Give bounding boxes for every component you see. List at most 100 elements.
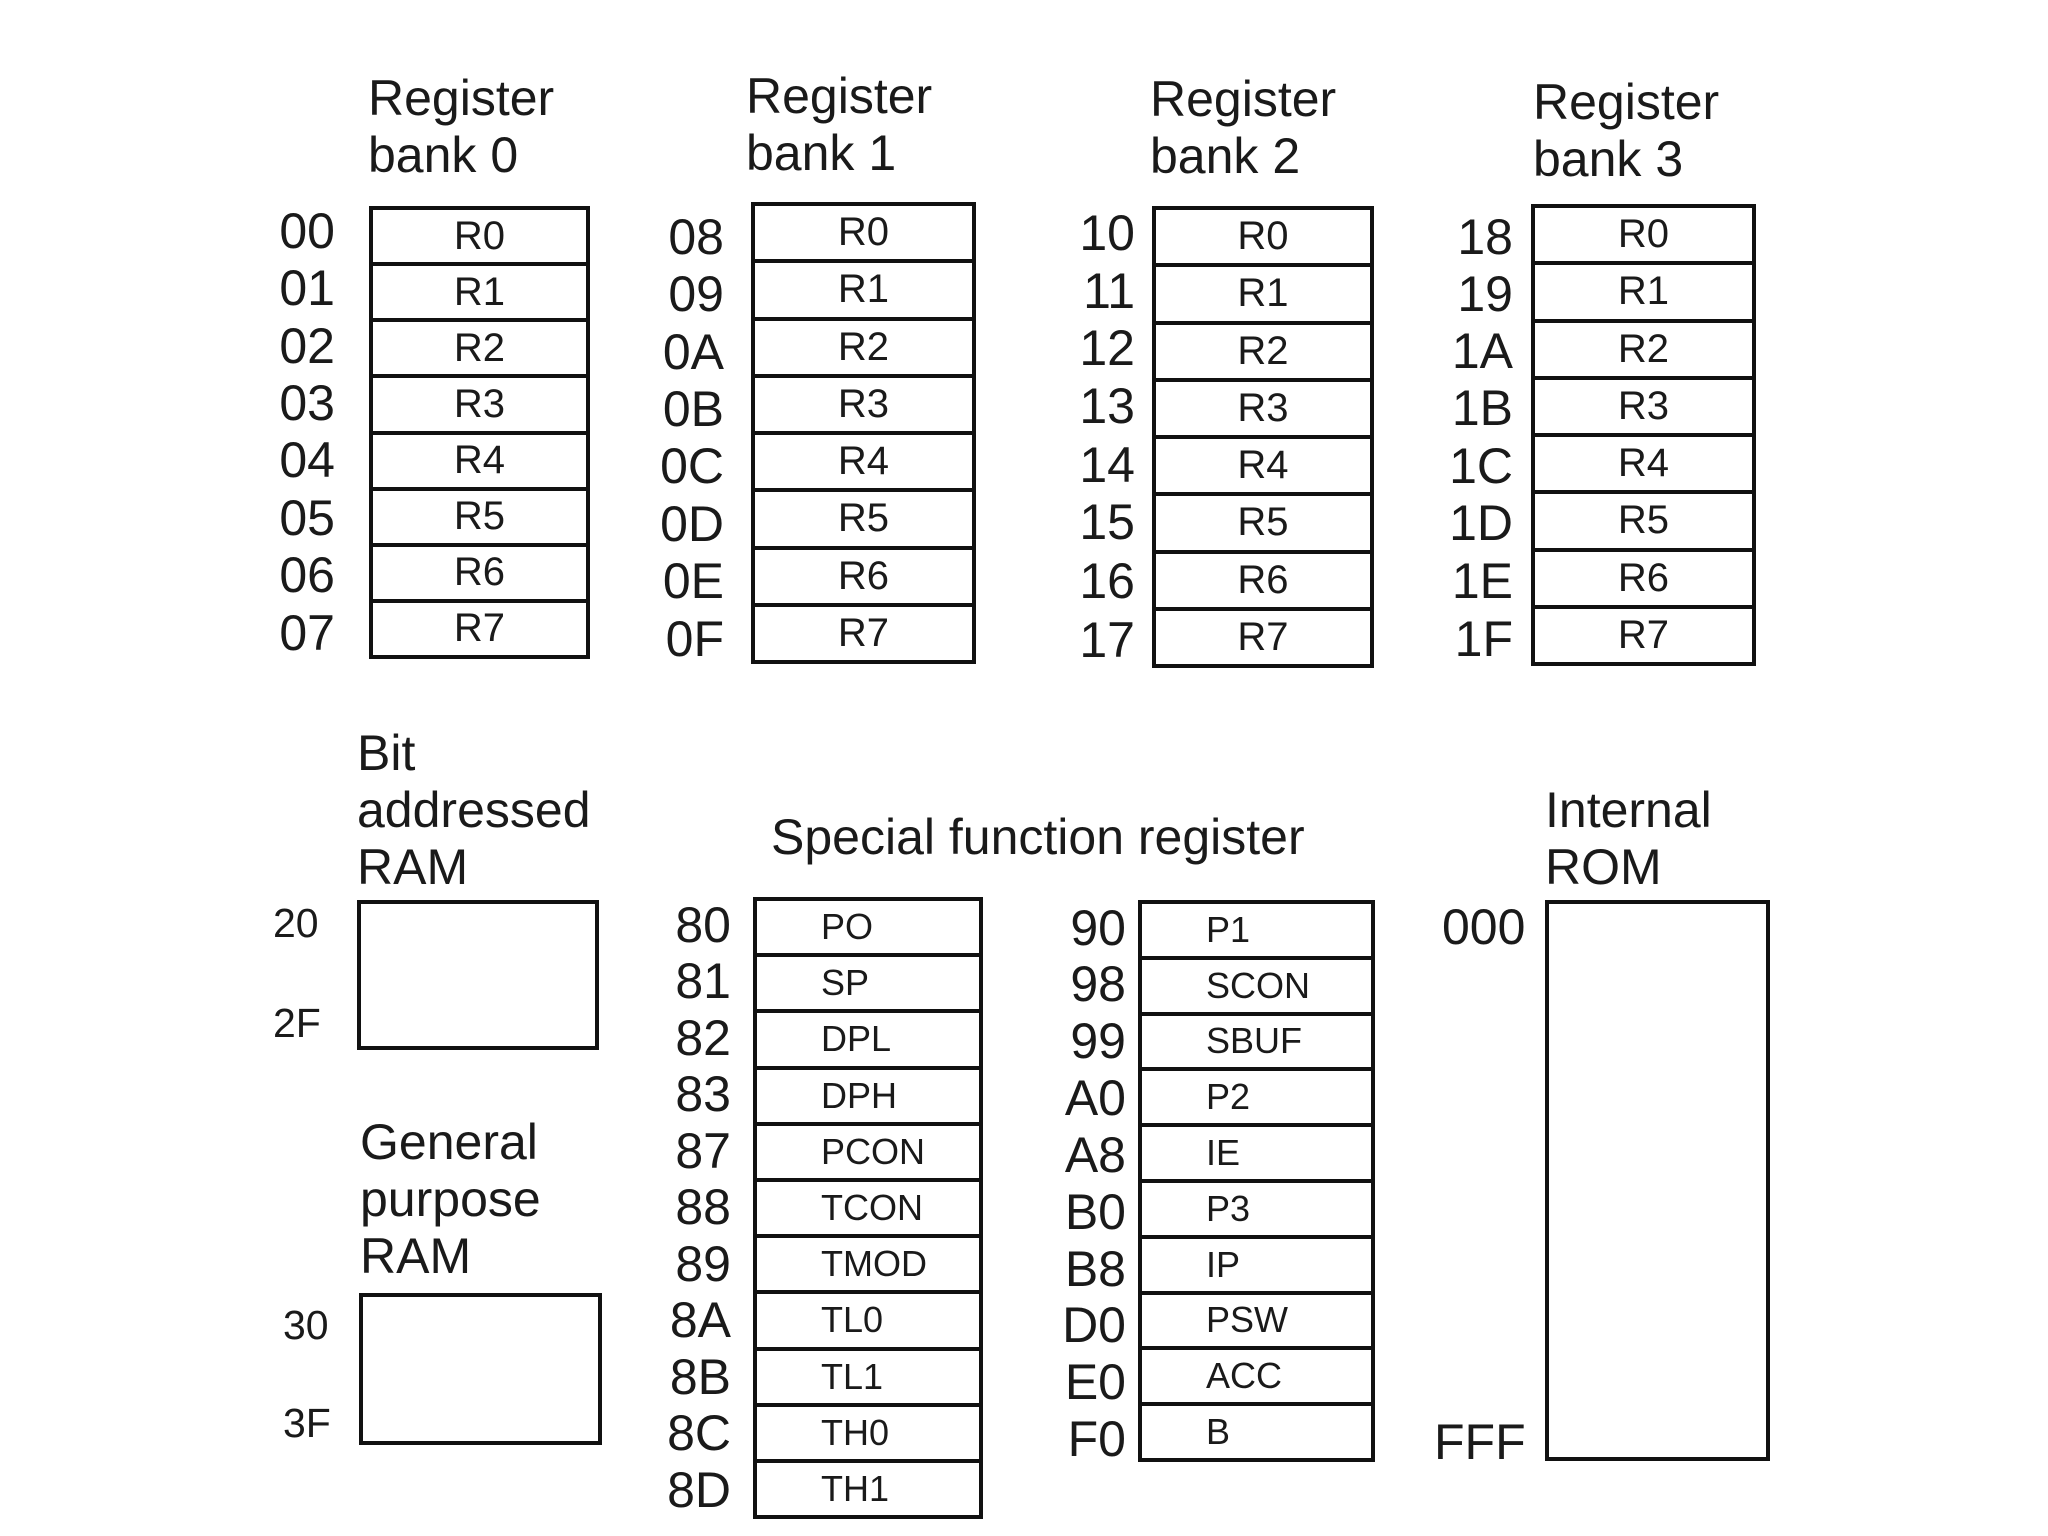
register-cell: R2 [373, 318, 586, 374]
register-cell: R0 [453, 213, 506, 258]
register-bank-3: R0 R1 R2 R3 R4 R5 R6 R7 [1531, 204, 1756, 666]
bit-addressed-ram-title: Bit addressed RAM [357, 725, 591, 895]
address-label: B8 [1064, 1241, 1126, 1297]
register-cell: R3 [373, 374, 586, 430]
sfr-cell: PSW [1142, 1290, 1371, 1347]
address-label: 10 [1079, 205, 1135, 261]
address-label: 14 [1079, 437, 1135, 493]
internal-rom-title: Internal ROM [1545, 782, 1712, 895]
general-purpose-ram-title: General purpose RAM [360, 1114, 541, 1284]
address-label: 99 [1070, 1013, 1126, 1069]
register-bank-3-title: Register bank 3 [1533, 74, 1720, 187]
address-label: 8B [669, 1349, 731, 1405]
address-label: 8A [669, 1292, 731, 1348]
register-bank-2-addresses: 10 11 12 13 14 15 16 17 [1035, 205, 1135, 665]
bit-addressed-ram-block [357, 900, 599, 1050]
register-cell: R5 [1535, 490, 1752, 547]
address-label: 0B [662, 381, 724, 437]
address-label: 17 [1079, 612, 1135, 668]
register-cell: R6 [373, 542, 586, 599]
register-cell: R6 [1535, 547, 1752, 605]
address-label: 19 [1457, 266, 1513, 322]
address-label: 1C [1449, 438, 1513, 494]
register-cell: R1 [755, 259, 972, 316]
sfr-cell: TMOD [757, 1234, 979, 1290]
sfr-cell: P3 [1142, 1178, 1371, 1235]
register-bank-1: R0 R1 R2 R3 R4 R5 R6 R7 [751, 202, 976, 664]
register-cell: R1 [1535, 261, 1752, 318]
register-cell: R0 [1237, 214, 1289, 259]
address-label: 81 [675, 953, 731, 1009]
sfr-cell: TH1 [757, 1458, 979, 1515]
register-bank-3-addresses: 18 19 1A 1B 1C 1D 1E 1F [1413, 209, 1513, 664]
address-label: 88 [675, 1179, 731, 1235]
register-cell: R0 [1617, 212, 1670, 257]
address-label: 08 [668, 209, 724, 265]
register-cell: R7 [373, 598, 586, 655]
address-label: A8 [1064, 1127, 1126, 1183]
sfr-cell: P2 [1142, 1067, 1371, 1123]
address-label: 89 [675, 1236, 731, 1292]
address-label: 07 [279, 605, 335, 661]
register-cell: R0 [837, 210, 890, 255]
address-label: 82 [675, 1010, 731, 1066]
register-cell: R5 [1156, 492, 1370, 549]
rom-start-address: 000 [1442, 899, 1526, 955]
address-label: 80 [675, 897, 731, 953]
register-cell: R4 [1156, 435, 1370, 492]
register-cell: R2 [1535, 318, 1752, 376]
sfr-cell: TL1 [757, 1346, 979, 1403]
address-label: 1A [1451, 323, 1513, 379]
address-label: D0 [1062, 1297, 1126, 1353]
address-label: 00 [279, 203, 335, 259]
sfr-column-1: PO SP DPL DPH PCON TCON TMOD TL0 TL1 TH0… [753, 897, 983, 1519]
sfr-column-1-addresses: 80 81 82 83 87 88 89 8A 8B 8C 8D [631, 900, 731, 1520]
register-cell: R2 [755, 316, 972, 374]
sfr-cell: SCON [1142, 955, 1371, 1012]
rom-end-address: FFF [1434, 1414, 1526, 1470]
address-label: 0E [662, 553, 724, 609]
register-bank-2-title: Register bank 2 [1150, 71, 1337, 184]
register-bank-1-title: Register bank 1 [746, 68, 933, 181]
address-label: 0F [665, 611, 724, 667]
address-label: 0C [660, 438, 724, 494]
address-label: 01 [279, 260, 335, 316]
register-bank-0-addresses: 00 01 02 03 04 05 06 07 [235, 203, 335, 661]
address-label: 16 [1079, 553, 1135, 609]
address-label: 0D [660, 496, 724, 552]
register-cell: R1 [1156, 263, 1370, 320]
sfr-cell: P1 [1206, 908, 1251, 950]
register-cell: R7 [1156, 606, 1370, 664]
address-label: 15 [1079, 494, 1135, 550]
sfr-cell: PCON [757, 1121, 979, 1178]
address-label: 98 [1070, 956, 1126, 1012]
register-cell: R6 [755, 545, 972, 603]
register-cell: R5 [755, 488, 972, 545]
register-cell: R3 [755, 373, 972, 431]
address-label: B0 [1064, 1184, 1126, 1240]
register-cell: R3 [1535, 375, 1752, 433]
register-cell: R1 [373, 262, 586, 318]
sfr-cell: PO [821, 906, 874, 948]
address-label: 18 [1457, 209, 1513, 265]
sfr-cell: TL0 [757, 1290, 979, 1346]
address-label: 11 [1083, 263, 1135, 319]
address-label: 8D [667, 1462, 731, 1518]
address-label: E0 [1064, 1354, 1126, 1410]
address-label: 87 [675, 1123, 731, 1179]
sfr-cell: IE [1142, 1123, 1371, 1179]
sfr-cell: B [1142, 1402, 1371, 1458]
register-bank-0-title: Register bank 0 [368, 70, 555, 183]
sfr-cell: IP [1142, 1234, 1371, 1291]
register-cell: R7 [1535, 604, 1752, 662]
register-cell: R6 [1156, 549, 1370, 607]
address-label: 90 [1070, 900, 1126, 956]
internal-rom-block [1545, 900, 1770, 1461]
sfr-cell: TCON [757, 1177, 979, 1234]
sfr-cell: SP [757, 953, 979, 1009]
sfr-column-2: P1 SCON SBUF P2 IE P3 IP PSW ACC B [1138, 900, 1375, 1462]
bit-ram-end-address: 2F [273, 1000, 321, 1046]
sfr-cell: ACC [1142, 1346, 1371, 1402]
address-label: 02 [279, 318, 335, 374]
address-label: 1B [1451, 380, 1513, 436]
